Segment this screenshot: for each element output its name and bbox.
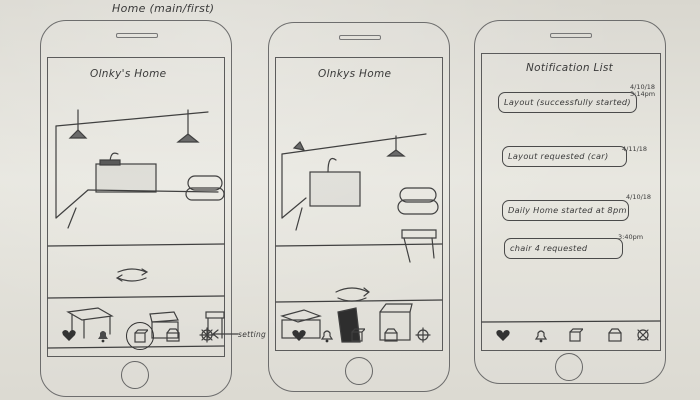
lamp-left <box>292 140 306 151</box>
screen-home-1: Olnky's Home <box>47 57 225 357</box>
home-button[interactable] <box>555 353 583 381</box>
box-icon <box>351 328 365 342</box>
heart-icon <box>496 330 510 341</box>
gear-icon <box>199 327 215 343</box>
room-illustration <box>275 133 443 343</box>
rotate-control <box>335 287 370 302</box>
home-button[interactable] <box>121 361 149 389</box>
notification-item[interactable]: Layout (successfully started) <box>498 92 637 113</box>
gear-icon <box>415 327 431 343</box>
room-illustration <box>47 109 225 349</box>
page-title: Notification List <box>526 62 614 74</box>
phone-home-1: Olnky's Home <box>40 20 232 397</box>
gear-icon <box>637 329 649 341</box>
page-title: Olnky's Home <box>90 68 167 80</box>
bell-icon <box>98 331 108 343</box>
heart-icon <box>62 330 76 341</box>
notification-text: Layout (successfully started) <box>504 97 631 107</box>
package-icon <box>384 328 398 342</box>
tab-settings[interactable] <box>634 326 652 344</box>
earpiece <box>116 33 158 38</box>
lamp-left <box>68 109 88 139</box>
side-table <box>401 229 437 263</box>
tab-settings[interactable] <box>198 326 216 344</box>
tab-favorites[interactable] <box>494 326 512 344</box>
palette-table <box>66 307 114 339</box>
box-icon <box>134 329 148 343</box>
tab-packages[interactable] <box>606 326 624 344</box>
lamp-right <box>386 135 406 157</box>
box-icon <box>569 328 583 342</box>
sofa <box>185 175 225 201</box>
notification-item[interactable]: Daily Home started at 8pm <box>502 200 629 221</box>
page-title: Olnkys Home <box>318 68 392 80</box>
tab-notifications[interactable] <box>318 326 336 344</box>
notification-text: Layout requested (car) <box>508 151 609 161</box>
earpiece <box>550 33 592 38</box>
tab-home[interactable] <box>126 322 154 350</box>
annotation-label: setting <box>238 330 267 339</box>
phone-notifications: Notification List Layout (successfully s… <box>474 20 666 384</box>
sink-counter <box>95 152 157 193</box>
tab-favorites[interactable] <box>290 326 308 344</box>
tab-notifications[interactable] <box>94 326 112 344</box>
tab-favorites[interactable] <box>60 326 78 344</box>
earpiece <box>339 35 381 40</box>
tab-home[interactable] <box>566 326 584 344</box>
tab-notifications[interactable] <box>532 326 550 344</box>
notification-time: 4/10/18 <box>626 193 652 201</box>
tab-settings[interactable] <box>414 326 432 344</box>
notification-text: Daily Home started at 8pm <box>508 205 627 215</box>
notification-item[interactable]: chair 4 requested <box>504 238 623 259</box>
annotation-arrow <box>212 329 239 339</box>
bell-icon <box>320 330 334 343</box>
screen-notifications: Notification List Layout (successfully s… <box>481 53 661 351</box>
package-icon <box>608 328 622 342</box>
tabbar-divider <box>481 320 661 323</box>
notification-text: chair 4 requested <box>510 243 588 253</box>
rotate-control <box>115 268 149 282</box>
tab-home[interactable] <box>348 326 366 344</box>
notification-time: 3:40pm <box>618 233 644 241</box>
sofa <box>397 187 439 215</box>
home-button[interactable] <box>345 357 373 385</box>
sheet-label: Home (main/first) <box>112 2 215 15</box>
package-icon <box>166 328 180 342</box>
notification-time: 4/10/18 3:14pm <box>630 83 656 98</box>
bell-icon <box>534 330 548 343</box>
tab-packages[interactable] <box>382 326 400 344</box>
heart-icon <box>292 330 306 341</box>
screen-home-2: Olnkys Home <box>275 57 443 351</box>
palette-bin <box>379 303 413 341</box>
tab-packages[interactable] <box>164 326 182 344</box>
palette-chair <box>337 307 361 343</box>
notification-time: 4/11/18 <box>622 145 648 153</box>
phone-home-2: Olnkys Home <box>268 22 450 392</box>
sink-counter <box>309 157 361 207</box>
notification-item[interactable]: Layout requested (car) <box>502 146 627 167</box>
lamp-right <box>176 109 200 143</box>
